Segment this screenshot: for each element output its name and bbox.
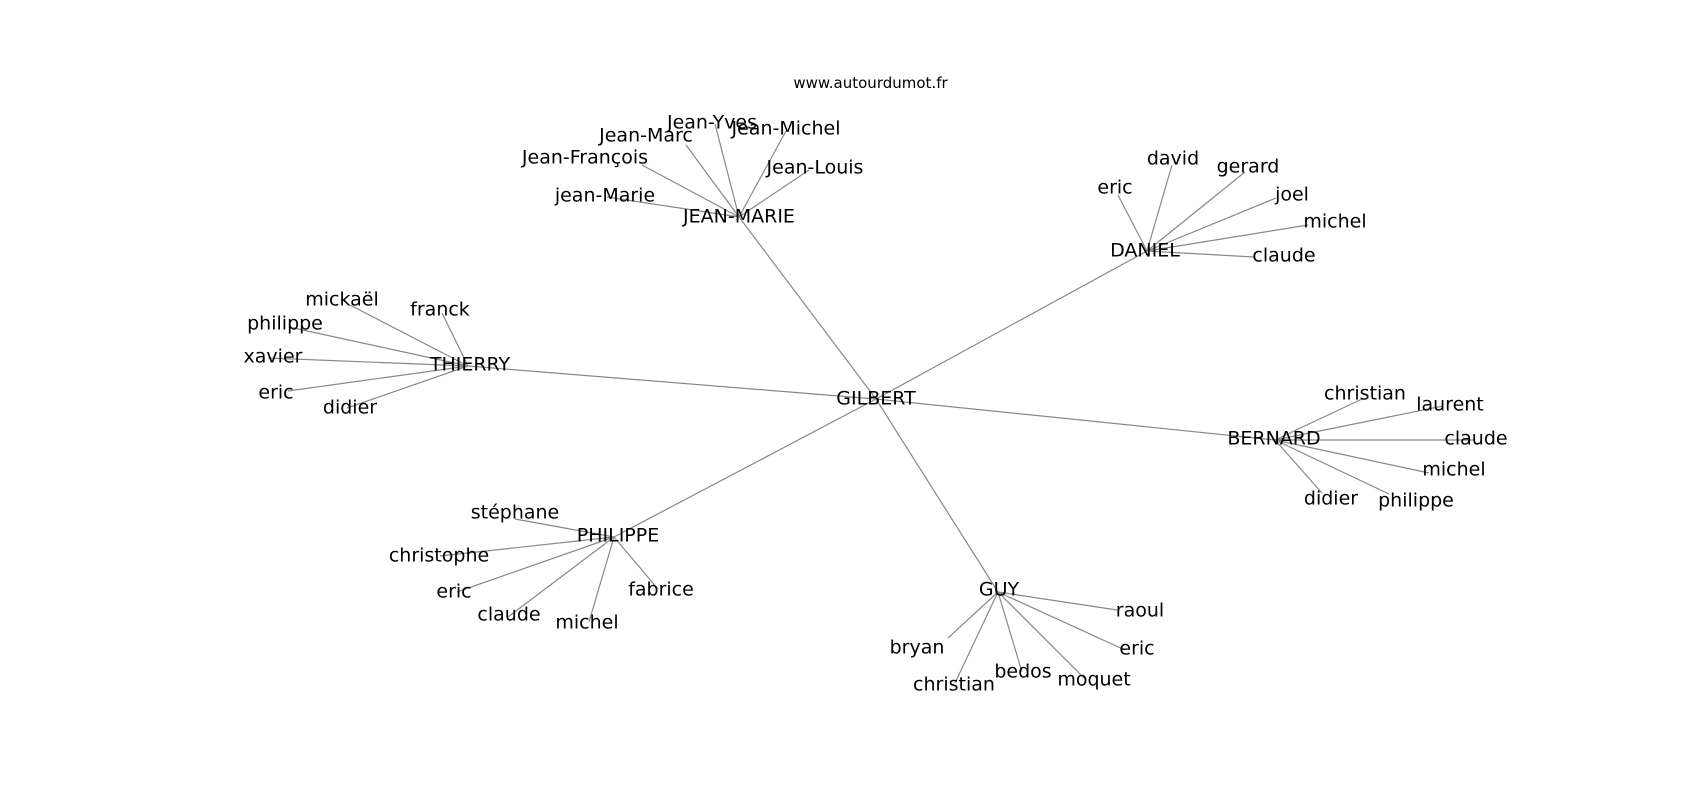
child-node-label: jean-Marie [554, 185, 655, 207]
child-node-label: moquet [1057, 669, 1130, 691]
edge-group-to-child [685, 144, 740, 218]
edge-group-to-child [947, 591, 999, 639]
child-node-label: bedos [994, 661, 1051, 683]
group-node-label: BERNARD [1227, 428, 1320, 450]
edge-group-to-child [267, 357, 469, 367]
group-node-label: PHILIPPE [577, 525, 659, 547]
edge-group-to-child [997, 591, 1023, 673]
child-node-label: david [1147, 148, 1199, 170]
child-node-label: Jean-Marc [598, 125, 693, 147]
child-node-label: claude [1444, 428, 1507, 450]
child-node-label: gerard [1217, 156, 1280, 178]
child-node-label: Jean-François [521, 147, 648, 169]
child-node-label: bryan [890, 637, 945, 659]
edge-group-to-child [606, 196, 740, 218]
child-node-label: Jean-Louis [766, 157, 864, 179]
child-node-label: christophe [389, 545, 489, 567]
child-node-label: michel [555, 612, 618, 634]
edge-group-to-child [1274, 398, 1363, 441]
edge-group-to-child [1146, 224, 1309, 252]
child-node-label: Jean-Yves [666, 112, 757, 134]
edge-group-to-child [588, 536, 615, 623]
edge-group-to-child [439, 536, 615, 557]
child-node-label: christian [1324, 383, 1406, 405]
child-node-label: philippe [247, 313, 323, 335]
edge-group-to-child [997, 591, 1126, 651]
edge-center-to-group [875, 250, 1148, 400]
child-node-label: joel [1274, 184, 1309, 206]
child-node-label: Jean-Michel [731, 118, 841, 140]
edge-group-to-child [1146, 164, 1173, 252]
child-node-label: claude [477, 604, 540, 626]
edge-group-to-child [1146, 171, 1246, 252]
edge-group-to-child [346, 365, 469, 409]
child-node-label: eric [1119, 638, 1154, 660]
child-node-label: christian [913, 674, 995, 696]
edge-group-to-child [738, 130, 787, 218]
child-node-label: eric [1097, 177, 1132, 199]
child-node-label: franck [410, 299, 470, 321]
site-url: www.autourdumot.fr [793, 74, 948, 92]
group-node-label: DANIEL [1110, 240, 1180, 262]
edge-group-to-child [514, 518, 615, 538]
edge-group-to-child [287, 365, 469, 392]
edge-group-to-child [349, 304, 469, 367]
edge-group-to-child [954, 591, 999, 684]
child-node-label: michel [1422, 459, 1485, 481]
group-node-label: THIERRY [429, 354, 511, 376]
edge-group-to-child [441, 312, 469, 367]
edge-group-to-child [1274, 439, 1390, 495]
child-node-label: stéphane [471, 502, 560, 524]
child-node-label: raoul [1116, 600, 1164, 622]
edge-group-to-child [738, 169, 810, 218]
edge-group-to-child [641, 164, 740, 218]
child-node-label: philippe [1378, 490, 1454, 512]
edge-group-to-child [613, 536, 659, 590]
edge-group-to-child [507, 536, 615, 618]
group-node-label: JEAN-MARIE [682, 206, 795, 228]
group-node-label: GUY [979, 579, 1020, 601]
edge-group-to-child [997, 591, 1118, 611]
child-node-label: fabrice [628, 579, 694, 601]
edge-group-to-child [714, 123, 740, 218]
child-node-label: xavier [244, 346, 303, 368]
child-node-label: eric [436, 581, 471, 603]
edge-center-to-group [467, 365, 877, 400]
edge-group-to-child [456, 536, 615, 593]
edges [267, 123, 1475, 684]
child-node-label: didier [323, 397, 377, 419]
child-node-label: laurent [1416, 394, 1484, 416]
edge-center-to-group [738, 216, 877, 400]
edge-group-to-child [997, 591, 1087, 681]
center-node-label: GILBERT [836, 388, 916, 410]
edge-group-to-child [288, 326, 469, 367]
edge-group-to-child [1274, 405, 1444, 441]
child-node-label: didier [1304, 488, 1358, 510]
edge-center-to-group [875, 398, 1276, 441]
child-node-label: claude [1252, 245, 1315, 267]
child-node-label: mickaël [305, 289, 379, 311]
edge-group-to-child [1146, 250, 1255, 258]
child-node-label: eric [258, 382, 293, 404]
edge-group-to-child [1274, 439, 1323, 494]
child-node-label: michel [1303, 211, 1366, 233]
edge-center-to-group [613, 398, 877, 538]
edge-group-to-child [1146, 197, 1277, 252]
edge-group-to-child [1117, 194, 1148, 252]
edge-center-to-group [875, 398, 999, 593]
edge-group-to-child [1274, 439, 1430, 474]
